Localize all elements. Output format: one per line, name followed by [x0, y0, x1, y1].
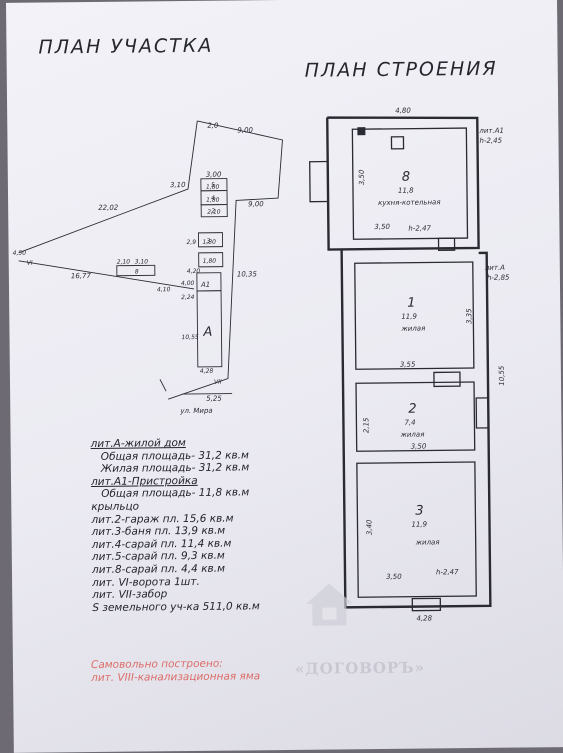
site-dim: 1,80	[206, 197, 220, 204]
kitchen-room	[351, 127, 469, 240]
site-dim: 1,80	[206, 184, 220, 191]
room3-width: 3,50	[386, 573, 402, 581]
site-dim: 9,00	[248, 200, 264, 208]
house-walls	[340, 249, 492, 609]
site-dim: 1,80	[203, 258, 217, 265]
side-porch	[475, 397, 490, 429]
outbuilding-label: 4	[211, 195, 215, 202]
site-dim: 4,20	[187, 268, 201, 275]
gate-vi-label: VI	[27, 260, 33, 267]
room3-name: жилая	[415, 538, 440, 546]
room2-number: 2	[408, 402, 416, 417]
watermark-text: «ДОГОВОРЪ»	[294, 658, 426, 678]
boiler	[437, 237, 456, 252]
room1-area: 11,9	[401, 313, 417, 321]
site-dim: 2,24	[181, 294, 195, 301]
site-dim: 10,55	[181, 334, 198, 341]
site-dim: 2,0	[207, 122, 219, 130]
site-dim: 5,25	[206, 395, 222, 403]
fence-vii-label: VII	[214, 379, 222, 386]
site-dim: 1,80	[202, 239, 216, 246]
room1-side: 3,35	[465, 308, 473, 324]
site-dim: 2,10	[207, 209, 221, 216]
site-dim: 4,50	[13, 250, 27, 257]
entrance-porch	[309, 160, 329, 203]
room2-name: жилая	[400, 431, 425, 439]
site-dim: 10,35	[237, 270, 258, 278]
room-2	[355, 381, 476, 452]
site-boundary	[168, 120, 283, 400]
house-a-label: А	[202, 325, 212, 340]
outbuilding-3	[197, 232, 224, 248]
annex-a1-label: А1	[200, 281, 210, 289]
hatch	[159, 379, 167, 392]
mid-dim: 3,55	[400, 361, 416, 369]
site-dim: 22,02	[98, 204, 119, 212]
kitchen-name: кухня-котельная	[378, 198, 440, 207]
site-dim: 4,28	[200, 368, 214, 375]
site-dim: 9,00	[237, 126, 253, 134]
site-dim: 2,10	[117, 259, 131, 266]
room3-side: 3,40	[365, 519, 373, 535]
outbuilding-misc	[198, 252, 224, 268]
kitchen-height: h-2,47	[408, 224, 431, 232]
kitchen-area: 11,8	[398, 187, 414, 195]
sink	[390, 136, 405, 150]
kitchen-side: 3,50	[358, 169, 366, 185]
outbuilding-label: 3	[206, 238, 210, 245]
street-line	[182, 393, 233, 395]
site-dim: 2,9	[186, 239, 196, 246]
room3-number: 3	[415, 504, 423, 519]
site-dim: 4,00	[181, 280, 195, 287]
lit-a1-height: h-2,45	[479, 137, 502, 145]
room1-number: 1	[407, 296, 415, 311]
outbuilding-8	[116, 264, 156, 277]
site-dim: 16,77	[71, 272, 92, 280]
room3-height: h-2,47	[436, 568, 459, 576]
kitchen-walls	[326, 116, 480, 251]
room-3	[356, 461, 477, 598]
bottom-step	[411, 597, 442, 612]
outbuilding-2	[200, 204, 228, 218]
site-boundary-west	[18, 120, 198, 254]
outbuilding-8-label: 8	[135, 269, 139, 276]
street-label: ул. Мира	[179, 407, 212, 415]
lit-a: лит.А	[484, 264, 505, 272]
red-note-line: лит. VIII-канализационная яма	[91, 670, 261, 685]
plan-sheet: ПЛАН УЧАСТКА ПЛАН СТРОЕНИЯ 2,0 9,00 3,10…	[6, 0, 563, 753]
plan-drawing: 2,0 9,00 3,10 3,00 22,02 9,00 1,80 1,80 …	[13, 107, 510, 623]
outbuilding-label: 5	[211, 182, 215, 189]
kitchen-width: 3,50	[374, 223, 390, 231]
stove	[433, 371, 461, 388]
room2-width: 3,50	[411, 443, 427, 451]
room2-side: 2,15	[362, 417, 370, 433]
dim-bottom: 4,28	[416, 614, 432, 622]
dim-top: 4,80	[395, 107, 411, 115]
room2-area: 7,4	[404, 419, 415, 427]
watermark-house-icon	[306, 583, 353, 626]
house-a	[196, 290, 223, 368]
site-dim: 3,10	[135, 258, 149, 265]
kitchen-number: 8	[402, 170, 410, 185]
room-1	[354, 261, 475, 370]
site-dim: 3,10	[170, 181, 186, 189]
lit-a-height: h-2,85	[487, 274, 510, 282]
site-dim: 3,00	[206, 171, 222, 179]
outbuilding-label: 2	[211, 208, 215, 215]
site-dim: 4,10	[157, 286, 171, 293]
room1-name: жилая	[400, 325, 425, 333]
site-line	[18, 260, 195, 290]
unauthorized-note: Самовольно построено: лит. VIII-канализа…	[91, 657, 260, 685]
room3-area: 11,9	[411, 520, 427, 528]
right-dim: 10,55	[498, 365, 506, 386]
lit-a1: лит.А1	[478, 127, 504, 135]
chimney	[357, 127, 366, 136]
